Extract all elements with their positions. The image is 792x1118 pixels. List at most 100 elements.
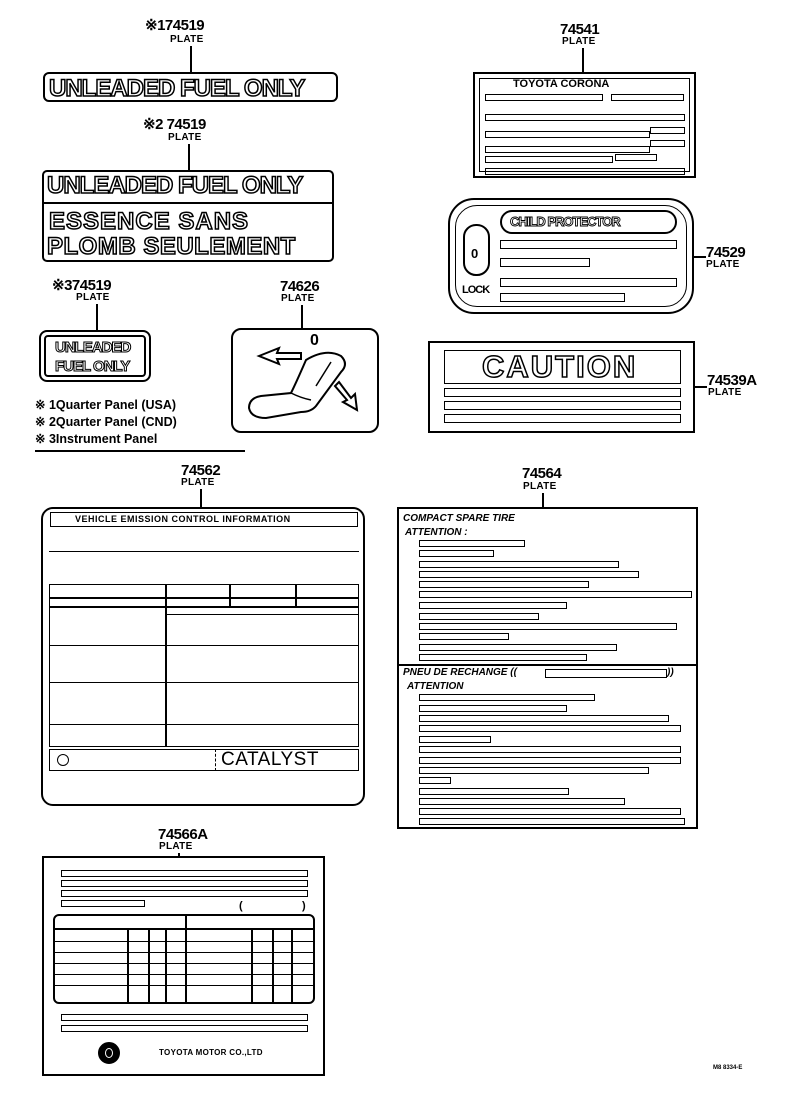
- vline: [291, 928, 293, 1002]
- table-frame: [49, 584, 359, 747]
- plate-label: PLATE: [181, 477, 215, 488]
- plate-header: TOYOTA CORONA: [513, 78, 610, 90]
- plate-label: PLATE: [159, 841, 193, 852]
- tire-table: [53, 914, 315, 1004]
- plate-toyota-corona: TOYOTA CORONA: [473, 72, 696, 178]
- field-bar: [650, 140, 685, 147]
- plate-header: VEHICLE EMISSION CONTROL INFORMATION: [75, 514, 291, 524]
- part-number-74539A: 74539A: [707, 372, 757, 389]
- leader-line: [301, 305, 303, 328]
- hline: [55, 928, 313, 930]
- field-bar: [500, 240, 677, 249]
- zero-mark: 0: [471, 246, 478, 261]
- lock-label: LOCK: [462, 284, 490, 296]
- field-bar: [500, 278, 677, 287]
- field-bar: [500, 293, 625, 302]
- plate-text-line2: ESSENCE SANS: [48, 207, 250, 236]
- field-bar: [419, 591, 692, 598]
- hline: [55, 952, 313, 953]
- plate-unleaded-fuel-only: UNLEADED FUEL ONLY: [43, 72, 338, 103]
- field-bar: [650, 127, 685, 134]
- field-bar: [419, 571, 639, 578]
- field-bar: [485, 168, 685, 175]
- vline: [185, 916, 187, 1002]
- hline: [49, 724, 359, 725]
- zero-mark: 0: [310, 332, 319, 349]
- field-bar: [419, 705, 567, 712]
- header-frame: [444, 350, 681, 384]
- field-bar: [444, 388, 681, 397]
- field-bar: [419, 746, 681, 753]
- hline: [49, 597, 359, 599]
- circle-symbol-icon: [57, 754, 69, 766]
- plate-tire-information: ( ) TOYOTA MOTOR CO.,LTD: [42, 856, 325, 1076]
- vline: [165, 584, 167, 747]
- field-bar: [419, 808, 681, 815]
- hline: [49, 645, 359, 646]
- part-number-74626: 74626: [280, 278, 320, 295]
- field-bar: [419, 777, 451, 784]
- field-bar: [419, 736, 491, 743]
- plate-text-line3: PLOMB SEULEMENT: [46, 232, 296, 261]
- field-bar: [545, 669, 667, 678]
- note-3: ※ 3Instrument Panel: [35, 432, 158, 446]
- field-bar: [419, 654, 587, 661]
- field-bar: [444, 401, 681, 410]
- plate-label: PLATE: [76, 292, 110, 303]
- plate-label: PLATE: [168, 132, 202, 143]
- hline: [165, 614, 359, 615]
- hline: [49, 682, 359, 683]
- hline: [55, 941, 313, 942]
- field-bar: [61, 1025, 308, 1032]
- notes-underline: [35, 450, 245, 452]
- leader-line: [542, 493, 544, 507]
- header-frame: [50, 512, 358, 527]
- plate-inner-frame: [479, 78, 690, 172]
- field-bar: [419, 767, 649, 774]
- field-bar: [419, 613, 539, 620]
- field-bar: [485, 114, 685, 121]
- leader-line: [190, 46, 192, 72]
- plate-seat-adjust: 0: [231, 328, 379, 433]
- hline: [49, 606, 359, 608]
- plate-inner-frame: [455, 205, 687, 307]
- vline: [251, 928, 253, 1002]
- plate-inner-frame: [44, 335, 146, 377]
- hline: [49, 551, 359, 552]
- note-1: ※ 1Quarter Panel (USA): [35, 398, 177, 412]
- field-bar: [61, 880, 308, 887]
- field-bar: [61, 900, 145, 907]
- leader-line: [188, 144, 190, 171]
- field-bar: [419, 623, 677, 630]
- field-bar: [419, 644, 617, 651]
- part-number-74564: 74564: [522, 465, 562, 482]
- part-number-174519: ※174519: [145, 17, 205, 34]
- field-bar: [485, 146, 650, 153]
- plate-text-line1: UNLEADED: [54, 339, 131, 357]
- field-bar: [419, 561, 619, 568]
- part-number-274519: ※2 74519: [143, 116, 206, 133]
- plate-header: CHILD PROTECTOR: [510, 214, 622, 230]
- field-bar: [444, 414, 681, 423]
- hline: [55, 985, 313, 986]
- plate-emission-control: VEHICLE EMISSION CONTROL INFORMATION CAT…: [41, 507, 365, 806]
- vline: [127, 928, 129, 1002]
- plate-label: PLATE: [523, 481, 557, 492]
- leader-line: [695, 386, 707, 388]
- field-bar: [485, 156, 613, 163]
- paren-close: ): [302, 900, 306, 912]
- plate-unleaded-bilingual: UNLEADED FUEL ONLY ESSENCE SANS PLOMB SE…: [42, 170, 334, 262]
- plate-label: PLATE: [562, 36, 596, 47]
- plate-label: PLATE: [170, 34, 204, 45]
- hline: [55, 974, 313, 975]
- lock-switch-outline: [463, 224, 490, 276]
- spare-title: COMPACT SPARE TIRE: [403, 513, 515, 524]
- section-divider: [399, 664, 696, 666]
- field-bar: [611, 94, 684, 101]
- plate-text-line2: FUEL ONLY: [54, 358, 130, 376]
- divider: [44, 202, 332, 204]
- field-bar: [419, 694, 595, 701]
- catalyst-frame: [49, 749, 359, 771]
- hline: [55, 963, 313, 964]
- field-bar: [61, 890, 308, 897]
